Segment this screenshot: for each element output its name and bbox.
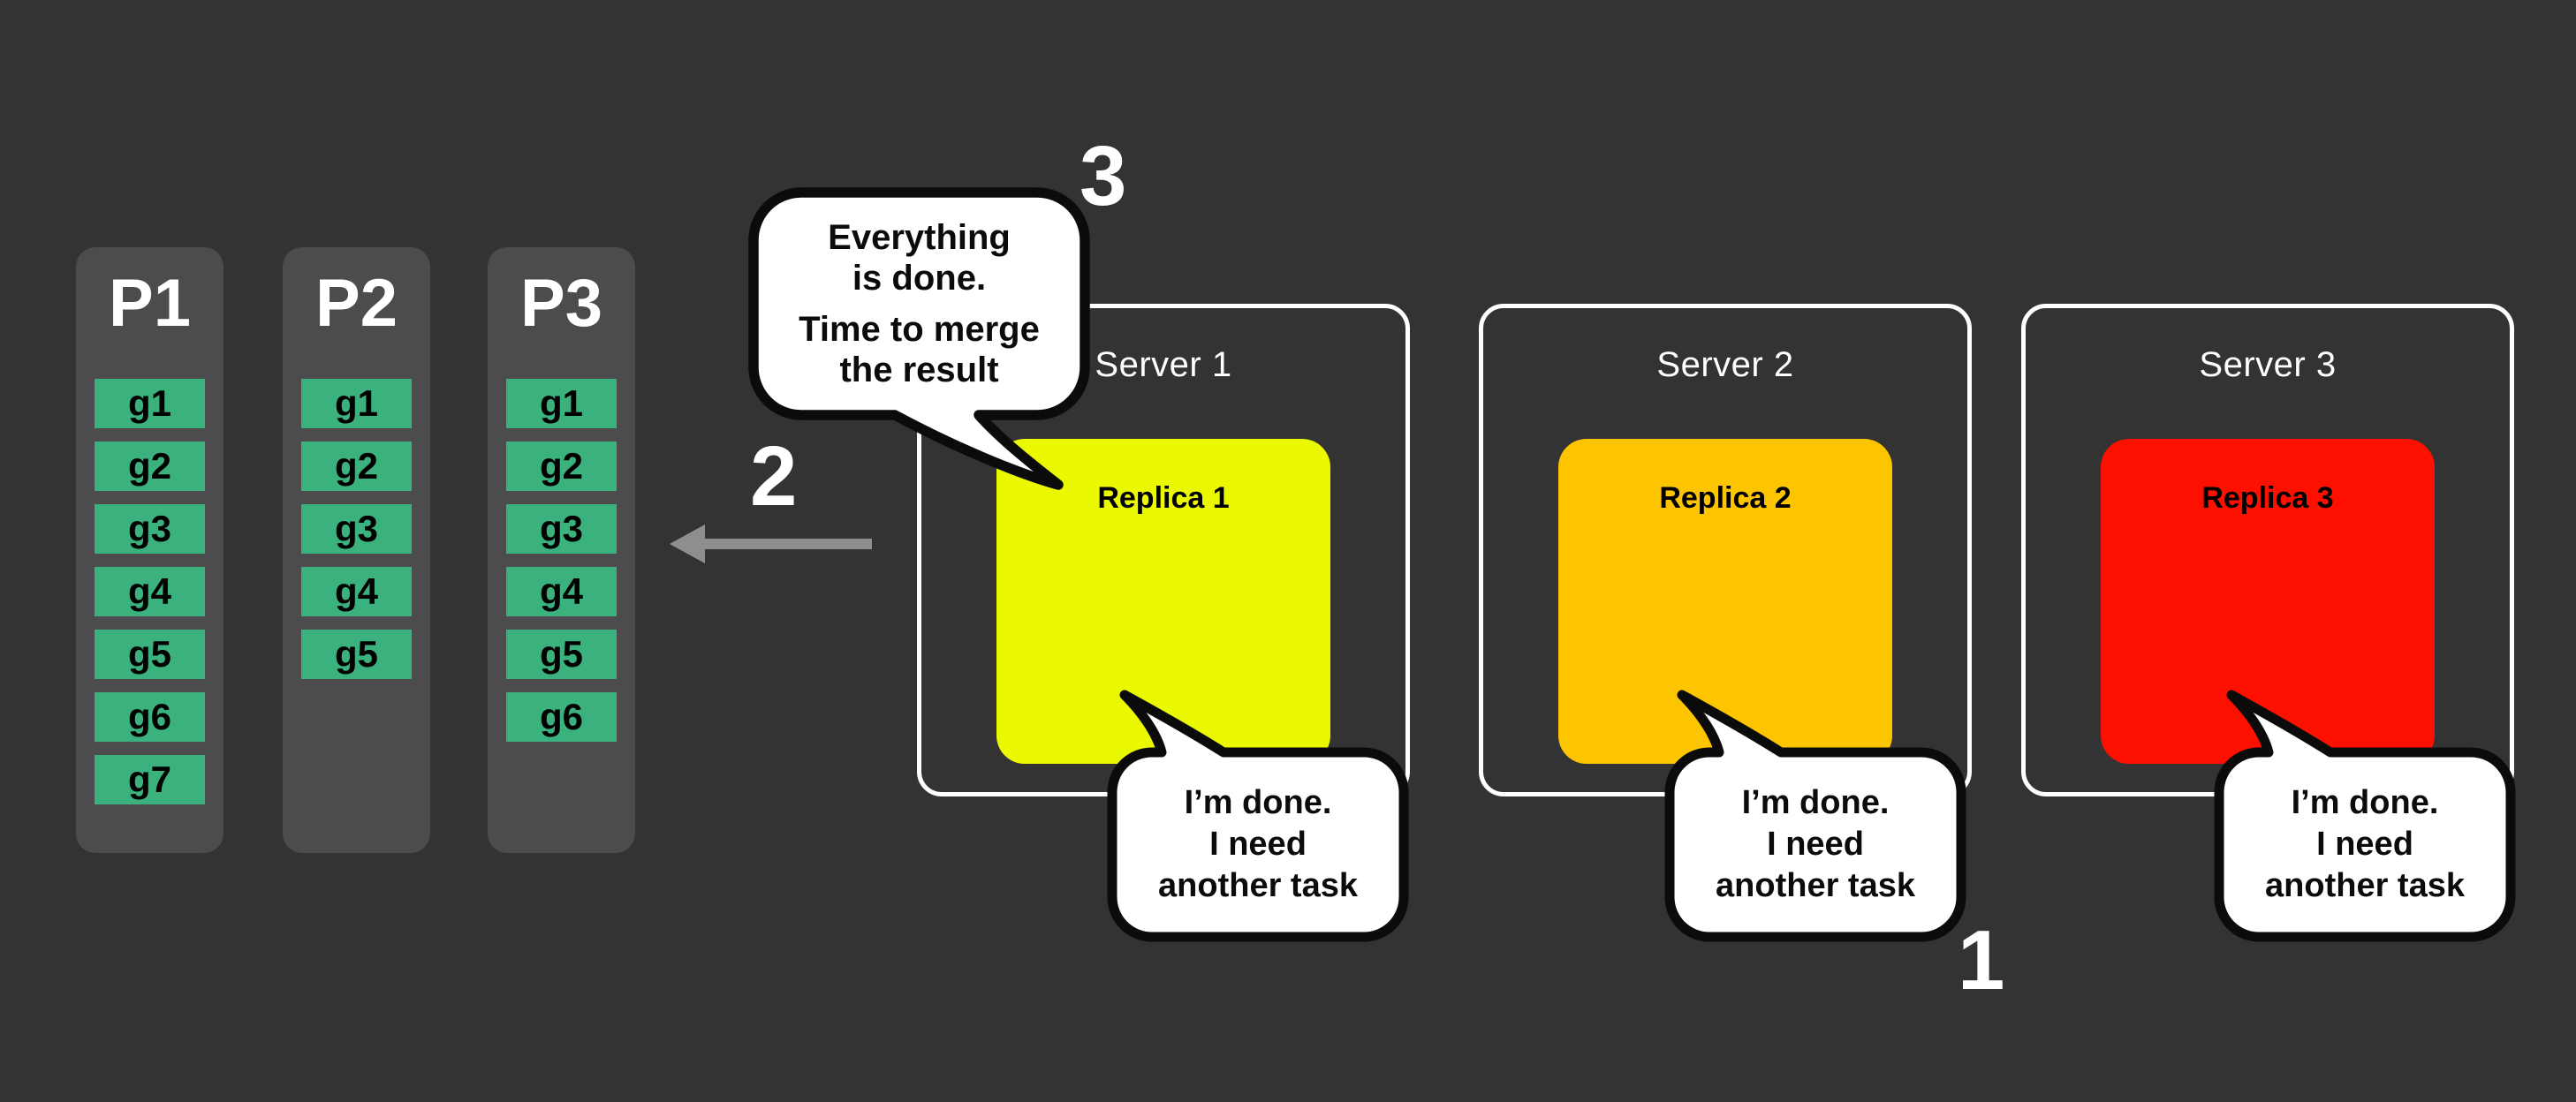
bubble-line: I need bbox=[2316, 826, 2413, 863]
bubble-line: another task bbox=[2265, 867, 2465, 904]
partition-p1: P1 g1 g2 g3 g4 g5 g6 g7 bbox=[76, 247, 224, 853]
shard-cell: g2 bbox=[95, 442, 205, 491]
shard-cell: g1 bbox=[301, 379, 412, 428]
shard-cell: g7 bbox=[95, 755, 205, 804]
shard-cell: g5 bbox=[506, 630, 617, 679]
shard-cell: g6 bbox=[95, 692, 205, 742]
replica-title: Replica 3 bbox=[2201, 481, 2334, 515]
partition-cells: g1 g2 g3 g4 g5 bbox=[301, 379, 412, 679]
shard-cell: g6 bbox=[506, 692, 617, 742]
partition-p2: P2 g1 g2 g3 g4 g5 bbox=[283, 247, 430, 853]
merge-bubble-text: Everything is done. Time to merge the re… bbox=[754, 192, 1085, 415]
partition-title: P1 bbox=[109, 266, 191, 341]
shard-cell: g1 bbox=[506, 379, 617, 428]
shard-cell: g2 bbox=[301, 442, 412, 491]
partition-title: P3 bbox=[520, 266, 602, 341]
done-bubble-text: I’m done. I need another task bbox=[1670, 752, 1961, 937]
done-speech-bubble-3: I’m done. I need another task bbox=[2212, 686, 2518, 944]
speech-bubble-shape bbox=[748, 187, 1090, 490]
shard-cell: g4 bbox=[301, 567, 412, 616]
step-number-1: 1 bbox=[1958, 913, 2005, 1008]
bubble-line: the result bbox=[839, 351, 999, 389]
partition-cells: g1 g2 g3 g4 g5 g6 g7 bbox=[95, 379, 205, 804]
bubble-line: I’m done. bbox=[2291, 784, 2439, 821]
step-number-3: 3 bbox=[1080, 129, 1127, 223]
replica-box-2: Replica 2 bbox=[1558, 439, 1892, 764]
done-speech-bubble-2: I’m done. I need another task bbox=[1663, 686, 1968, 944]
merge-arrow-icon bbox=[670, 525, 872, 563]
shard-cell: g4 bbox=[95, 567, 205, 616]
speech-bubble-shape bbox=[1664, 690, 1966, 942]
partition-p3: P3 g1 g2 g3 g4 g5 g6 bbox=[488, 247, 635, 853]
shard-cell: g1 bbox=[95, 379, 205, 428]
speech-bubble-shape bbox=[1107, 690, 1409, 942]
step-number-2: 2 bbox=[750, 429, 798, 524]
done-bubble-text: I’m done. I need another task bbox=[2219, 752, 2511, 937]
server-box-1: Server 1 Replica 1 bbox=[917, 304, 1410, 796]
shard-cell: g4 bbox=[506, 567, 617, 616]
shard-cell: g3 bbox=[506, 504, 617, 554]
replica-box-1: Replica 1 bbox=[996, 439, 1330, 764]
shard-cell: g5 bbox=[95, 630, 205, 679]
shard-cell: g3 bbox=[301, 504, 412, 554]
server-title: Server 2 bbox=[1656, 345, 1794, 384]
done-bubble-text: I’m done. I need another task bbox=[1112, 752, 1404, 937]
server-title: Server 1 bbox=[1095, 345, 1232, 384]
done-speech-bubble-1: I’m done. I need another task bbox=[1105, 686, 1411, 944]
shard-cell: g5 bbox=[301, 630, 412, 679]
bubble-line: I’m done. bbox=[1184, 784, 1332, 821]
bubble-line: Everything bbox=[828, 218, 1011, 257]
bubble-line: is done. bbox=[852, 259, 987, 298]
shard-cell: g2 bbox=[506, 442, 617, 491]
bubble-line: I’m done. bbox=[1741, 784, 1890, 821]
partition-title: P2 bbox=[315, 266, 398, 341]
bubble-line: I need bbox=[1767, 826, 1864, 863]
shard-cell: g3 bbox=[95, 504, 205, 554]
replica-title: Replica 2 bbox=[1659, 481, 1792, 515]
replica-title: Replica 1 bbox=[1097, 481, 1230, 515]
partition-cells: g1 g2 g3 g4 g5 g6 bbox=[506, 379, 617, 742]
bubble-line: I need bbox=[1209, 826, 1307, 863]
merge-speech-bubble: Everything is done. Time to merge the re… bbox=[747, 186, 1096, 495]
bubble-line: Time to merge bbox=[799, 310, 1040, 349]
bubble-line: another task bbox=[1158, 867, 1358, 904]
server-title: Server 3 bbox=[2199, 345, 2337, 384]
speech-bubble-shape bbox=[2214, 690, 2516, 942]
bubble-line: another task bbox=[1716, 867, 1915, 904]
